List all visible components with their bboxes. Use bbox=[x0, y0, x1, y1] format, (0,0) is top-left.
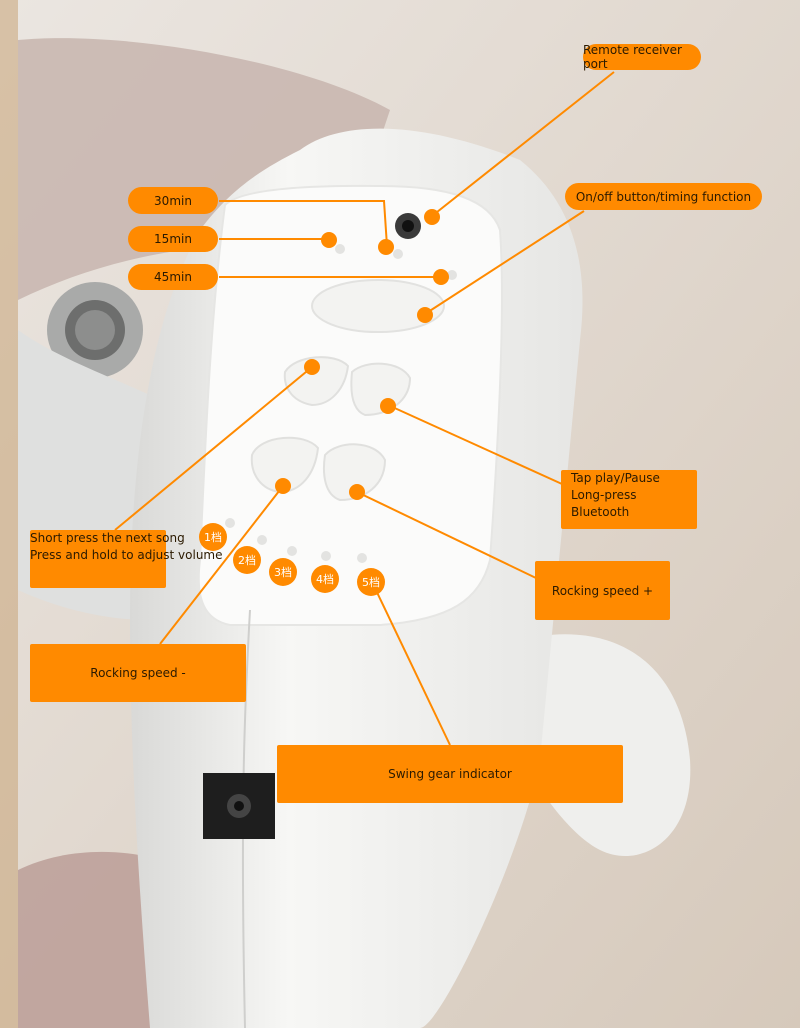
gear-marker-2: 2档 bbox=[233, 546, 261, 574]
label-rocking-speed-plus: Rocking speed + bbox=[535, 561, 670, 620]
gear-marker-1: 1档 bbox=[199, 523, 227, 551]
label-timer-30min: 30min bbox=[128, 187, 218, 214]
label-tap-play-line1: Tap play/Pause bbox=[571, 471, 660, 485]
gear-marker-5: 5档 bbox=[357, 568, 385, 596]
label-short-press-line2: Press and hold to adjust volume bbox=[30, 548, 223, 562]
label-short-press: Short press the next song Press and hold… bbox=[30, 530, 223, 588]
label-timer-45min: 45min bbox=[128, 264, 218, 290]
label-on-off-timing: On/off button/timing function bbox=[565, 183, 762, 210]
label-tap-play-line2: Long-press Bluetooth bbox=[571, 488, 637, 519]
leader-lines bbox=[114, 71, 615, 746]
label-rocking-speed-minus: Rocking speed - bbox=[30, 644, 246, 702]
label-remote-receiver-port: Remote receiver port bbox=[583, 43, 701, 71]
label-short-press-line1: Short press the next song bbox=[30, 531, 185, 545]
gear-marker-3: 3档 bbox=[269, 558, 297, 586]
label-swing-gear-indicator: Swing gear indicator bbox=[277, 745, 623, 803]
leader-dots bbox=[275, 209, 449, 500]
label-tap-play-pause: Tap play/Pause Long-press Bluetooth bbox=[561, 470, 697, 529]
gear-marker-4: 4档 bbox=[311, 565, 339, 593]
label-timer-15min: 15min bbox=[128, 226, 218, 252]
